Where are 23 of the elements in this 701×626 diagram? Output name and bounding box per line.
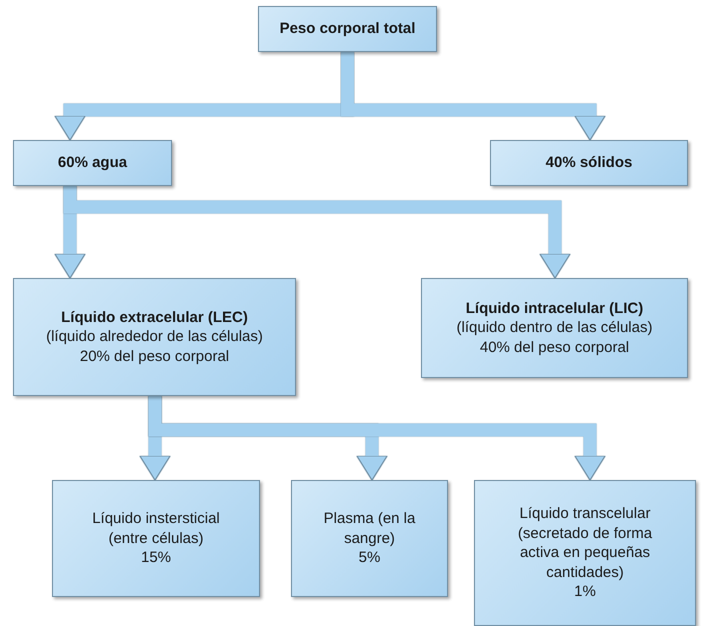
box-text: 20% del peso corporal — [80, 346, 230, 366]
process-box — [13, 140, 172, 186]
box-title: Líquido instersticial (entre células) — [91, 509, 221, 548]
process-box — [421, 278, 688, 378]
box-title: Líquido transcelular (secretado de forma activa en pequeñas cantidades) — [516, 504, 654, 582]
process-box — [291, 480, 448, 597]
process-box — [13, 278, 296, 396]
box-title: Líquido extracelular (LEC) — [61, 308, 248, 328]
box-title: Plasma (en la sangre) — [322, 509, 416, 548]
box-title: Líquido intracelular (LIC) — [466, 298, 644, 318]
box-title: Peso corporal total — [280, 19, 416, 39]
box-title: 60% agua — [58, 153, 128, 173]
process-box — [474, 480, 696, 626]
box-text: 15% — [140, 548, 172, 568]
box-text: 1% — [574, 582, 596, 602]
box-text: 5% — [358, 548, 380, 568]
process-box — [52, 480, 260, 597]
process-box — [258, 6, 437, 52]
box-text: (líquido alrededor de las células) — [46, 327, 263, 347]
box-title: 40% sólidos — [546, 153, 632, 173]
box-text: (líquido dentro de las células) — [456, 318, 652, 338]
process-box — [490, 140, 688, 186]
box-text: 40% del peso corporal — [480, 338, 630, 358]
